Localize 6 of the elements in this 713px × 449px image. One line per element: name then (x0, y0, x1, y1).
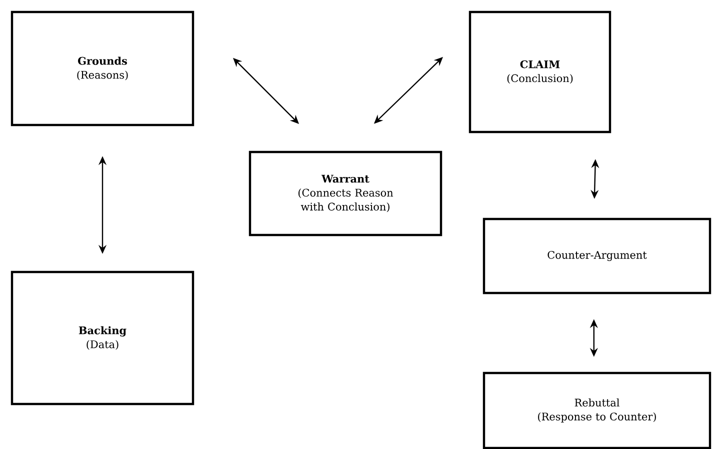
text-box: Backing (Data) (10, 270, 194, 406)
text-box: Rebuttal (Response to Counter) (482, 372, 712, 449)
text-box: Counter-Argument (482, 218, 712, 294)
text-box: CLAIM (Conclusion) (468, 10, 612, 134)
text-box: Warrant (Connects Reason with Conclusion) (248, 150, 442, 236)
text-box: Grounds (Reasons) (10, 10, 194, 126)
